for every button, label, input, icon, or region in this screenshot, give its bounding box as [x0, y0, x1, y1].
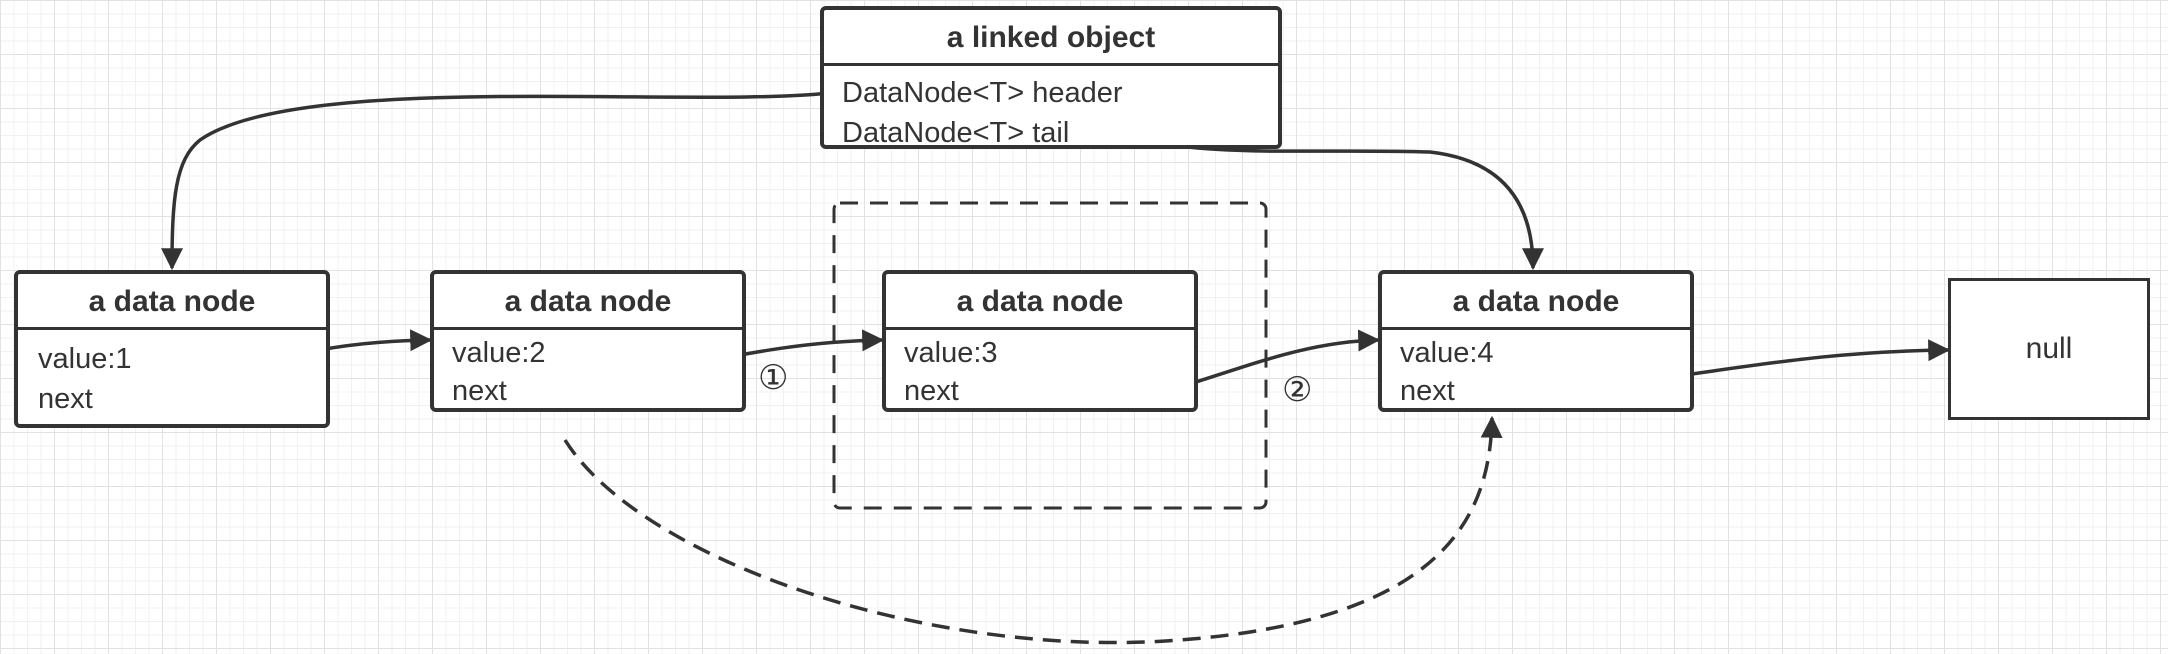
node-value: value:1 — [38, 343, 132, 375]
data-node-3: a data node value:3 next — [882, 270, 1198, 412]
data-node-4: a data node value:4 next — [1378, 270, 1694, 412]
bypass-dashed-arrow — [563, 415, 1503, 645]
header-field: DataNode<T> header — [842, 77, 1123, 109]
linked-object-title: a linked object — [824, 10, 1278, 66]
data-node-1: a data node value:1 next — [14, 270, 330, 428]
node-value: value:3 — [904, 337, 998, 369]
node-next: next — [38, 383, 93, 415]
node-title: a data node — [18, 274, 326, 330]
node-title: a data node — [1382, 274, 1690, 330]
removed-node-group — [832, 201, 1268, 510]
data-node-2: a data node value:2 next — [430, 270, 746, 412]
null-label: null — [2025, 332, 2073, 365]
step-1-label: ① — [758, 359, 789, 397]
node-next: next — [1400, 375, 1455, 407]
tail-pointer-arrow — [1124, 128, 1544, 271]
null-box: null — [1948, 278, 2150, 420]
node-title: a data node — [886, 274, 1194, 330]
node-value: value:4 — [1400, 337, 1494, 369]
node-next: next — [904, 375, 959, 407]
header-pointer-arrow — [161, 90, 839, 271]
step-2-label: ② — [1282, 371, 1313, 409]
tail-field: DataNode<T> tail — [842, 117, 1070, 149]
linked-object-box: a linked object DataNode<T> header DataN… — [820, 6, 1282, 149]
node-next: next — [452, 375, 507, 407]
node-value: value:2 — [452, 337, 546, 369]
node-title: a data node — [434, 274, 742, 330]
